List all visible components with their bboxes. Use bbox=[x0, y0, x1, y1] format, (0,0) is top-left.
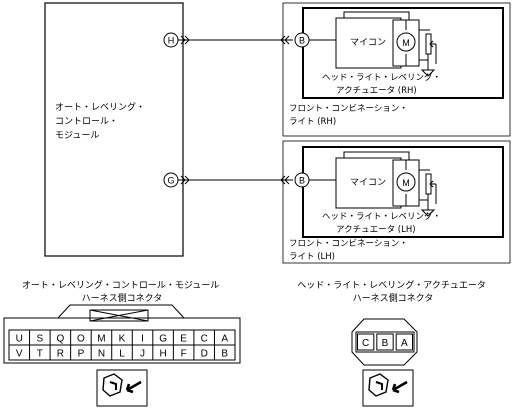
lh-lamp-label: フロント・コンビネーション・ ライト (LH) bbox=[289, 239, 411, 262]
svg-text:G: G bbox=[167, 176, 174, 186]
pin-V: V bbox=[16, 349, 23, 360]
pin-G: G bbox=[159, 334, 167, 345]
lh-ecu-label: マイコン bbox=[350, 178, 386, 188]
pin-A: A bbox=[221, 334, 228, 345]
module-connector-pins: U S Q O M K I G E C A V T R P N L J H F D B bbox=[16, 330, 228, 360]
control-module-label: オート・レベリング・ コントロール・ モジュール bbox=[55, 101, 148, 141]
lh-motor-symbol: M bbox=[402, 178, 410, 188]
pin-M: M bbox=[97, 334, 105, 345]
svg-text:B: B bbox=[299, 36, 305, 46]
svg-text:H: H bbox=[168, 36, 175, 46]
lh-lamp-outer-box bbox=[282, 140, 511, 264]
pin-E: E bbox=[180, 334, 187, 345]
pin-I: I bbox=[141, 334, 144, 345]
rh-lamp-label: フロント・コンビネーション・ ライト (RH) bbox=[289, 104, 411, 127]
actuator-connector-face bbox=[351, 318, 418, 366]
pin-F: F bbox=[181, 349, 187, 360]
pin-H: H bbox=[159, 349, 166, 360]
rh-motor-symbol: M bbox=[402, 38, 410, 48]
module-connector-caption: オート・レベリング・コントロール・モジュール ハーネス側コネクタ bbox=[22, 279, 222, 304]
pin-O: O bbox=[77, 334, 85, 345]
connector-h: H bbox=[163, 32, 179, 48]
lh-actuator-label: ヘッド・ライト・レベリング・ アクチュエータ (LH) bbox=[322, 211, 444, 235]
lh-connector-b: B bbox=[294, 172, 310, 188]
pin-C: C bbox=[362, 338, 369, 349]
module-connector-face bbox=[3, 304, 241, 364]
pin-U: U bbox=[16, 334, 23, 345]
pin-R: R bbox=[57, 349, 64, 360]
pin-T: T bbox=[37, 349, 43, 360]
pin-B: B bbox=[221, 349, 228, 360]
rh-actuator-label: ヘッド・ライト・レベリング・ アクチュエータ (RH) bbox=[322, 72, 444, 96]
rh-connector-b: B bbox=[294, 32, 310, 48]
rh-lamp-outer-box bbox=[282, 2, 511, 137]
pin-P: P bbox=[78, 349, 85, 360]
wire-h-to-rh bbox=[178, 35, 293, 45]
connector-g: G bbox=[163, 172, 179, 188]
module-connector-view-icon bbox=[96, 369, 148, 407]
actuator-connector-caption: ヘッド・ライト・レベリング・アクチュエータ ハーネス側コネクタ bbox=[297, 279, 488, 304]
pin-K: K bbox=[119, 334, 126, 345]
control-module-box bbox=[44, 2, 184, 257]
actuator-connector-view-icon bbox=[362, 369, 414, 407]
pin-S: S bbox=[36, 334, 43, 345]
pin-C: C bbox=[201, 334, 208, 345]
wire-g-to-lh bbox=[178, 175, 293, 185]
pin-D: D bbox=[201, 349, 208, 360]
pin-J: J bbox=[140, 349, 145, 360]
pin-L: L bbox=[119, 349, 125, 360]
lh-actuator-box bbox=[302, 146, 504, 238]
rh-actuator-box bbox=[302, 7, 504, 99]
rh-ecu-label: マイコン bbox=[350, 38, 386, 48]
pin-Q: Q bbox=[56, 334, 64, 345]
pin-A: A bbox=[401, 338, 408, 349]
svg-text:B: B bbox=[299, 176, 305, 186]
pin-N: N bbox=[98, 349, 105, 360]
pin-B: B bbox=[382, 338, 389, 349]
